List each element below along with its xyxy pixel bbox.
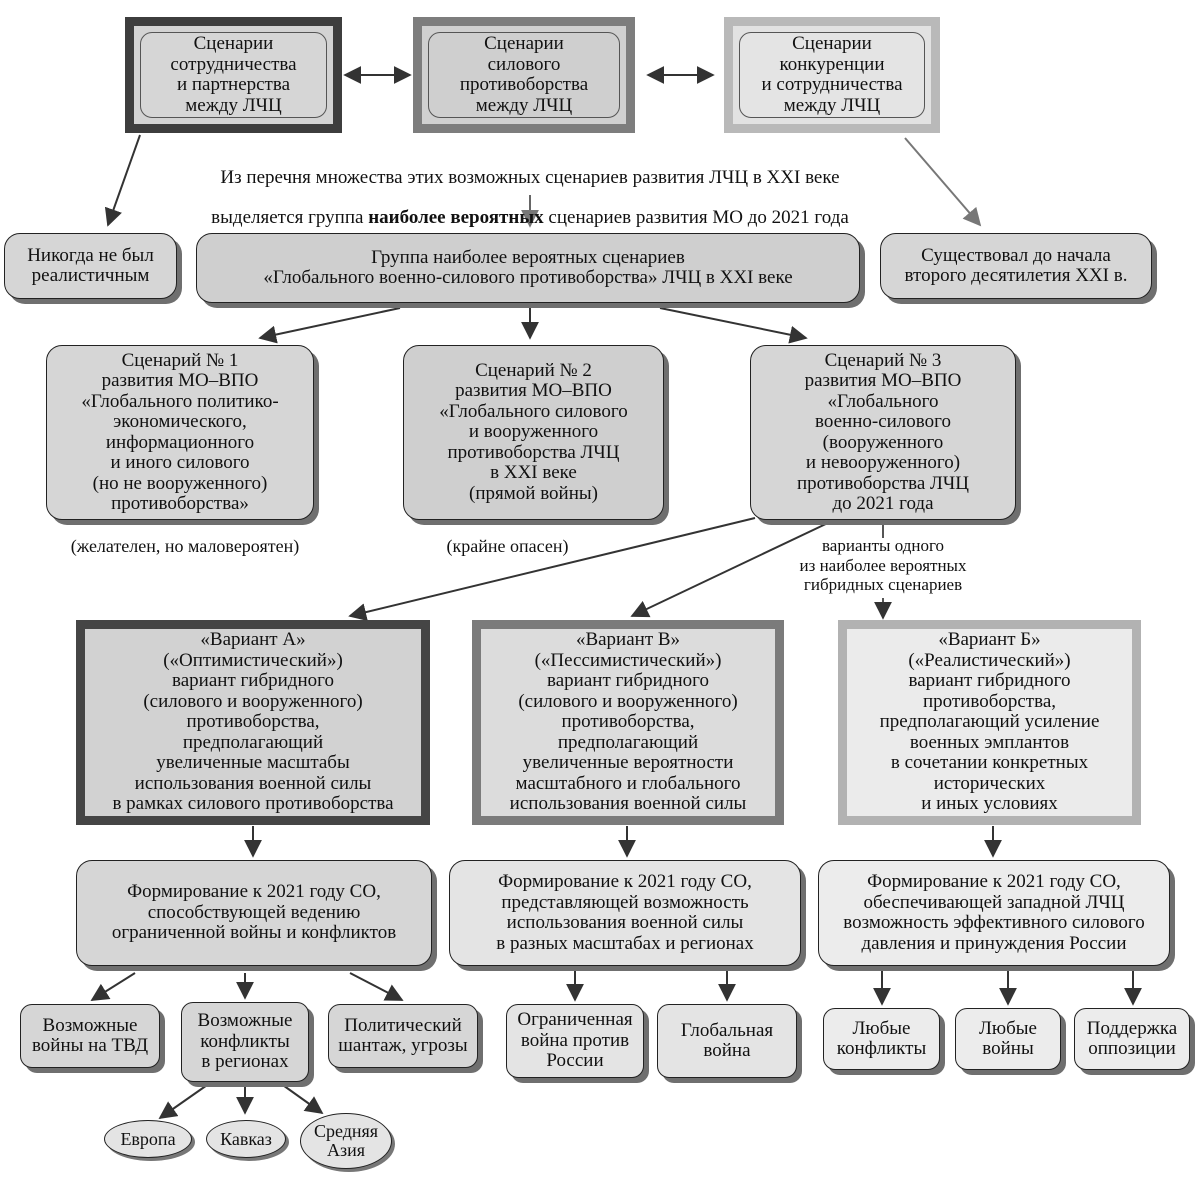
scenario-1-note: (желателен, но маловероятен) bbox=[70, 536, 300, 556]
outcome-c-any-wars: Любые войны bbox=[955, 1008, 1061, 1070]
scenario-competition-label: Сценарии конкуренции и сотрудничества ме… bbox=[739, 32, 925, 118]
outcome-c-opposition-support: Поддержка оппозиции bbox=[1074, 1008, 1190, 1070]
outcome-b-global-war: Глобальная война bbox=[657, 1004, 797, 1078]
intro-line1: Из перечня множества этих возможных сцен… bbox=[220, 167, 840, 188]
scenario-competition-box: Сценарии конкуренции и сотрудничества ме… bbox=[724, 17, 940, 133]
arrow-formA-o1 bbox=[90, 972, 136, 1001]
arrow-compet-existed bbox=[904, 137, 982, 227]
region-central-asia: Средняя Азия bbox=[300, 1113, 392, 1169]
region-caucasus: Кавказ bbox=[206, 1120, 286, 1158]
scenario-3-box: Сценарий № 3 развития МО–ВПО «Глобальног… bbox=[750, 345, 1016, 520]
arrow-region-asia bbox=[279, 1082, 324, 1115]
scenario-3-note: варианты одного из наиболее вероятных ги… bbox=[799, 536, 967, 594]
arrow-region-europe bbox=[158, 1082, 211, 1120]
scenario-2-note: (крайне опасен) bbox=[446, 536, 569, 556]
arrow-formA-o3 bbox=[349, 972, 404, 1001]
scenario-1-box: Сценарий № 1 развития МО–ВПО «Глобальног… bbox=[46, 345, 314, 520]
arrow-group-s1 bbox=[258, 307, 401, 344]
variant-b-box: «Вариант В» («Пессимистический») вариант… bbox=[472, 620, 784, 825]
variant-c-box: «Вариант Б» («Реалистический») вариант г… bbox=[838, 620, 1141, 825]
arrow-group-s3 bbox=[659, 307, 808, 344]
scenario-cooperation-label: Сценарии сотрудничества и партнерства ме… bbox=[140, 32, 327, 118]
scenario-confrontation-label: Сценарии силового противоборства между Л… bbox=[428, 32, 620, 118]
formation-a-box: Формирование к 2021 году СО, способствую… bbox=[76, 860, 432, 966]
intro-text: Из перечня множества этих возможных сцен… bbox=[120, 148, 940, 228]
arrow-s3-varB bbox=[630, 521, 831, 618]
group-box: Группа наиболее вероятных сценариев «Гло… bbox=[196, 233, 860, 303]
scenario-confrontation-box: Сценарии силового противоборства между Л… bbox=[413, 17, 635, 133]
variant-a-box: «Вариант А» («Оптимистический») вариант … bbox=[76, 620, 430, 825]
formation-c-box: Формирование к 2021 году СО, обеспечиваю… bbox=[818, 860, 1170, 966]
outcome-b-limited-war: Ограниченная война против России bbox=[506, 1004, 644, 1078]
scenario-cooperation-box: Сценарии сотрудничества и партнерства ме… bbox=[125, 17, 342, 133]
scenario-2-box: Сценарий № 2 развития МО–ВПО «Глобальног… bbox=[403, 345, 664, 520]
existed-until-box: Существовал до начала второго десятилети… bbox=[880, 233, 1152, 299]
outcome-a-regional-conflicts: Возможные конфликты в регионах bbox=[181, 1002, 309, 1082]
outcome-a-wars-tvd: Возможные войны на ТВД bbox=[20, 1004, 160, 1068]
arrow-coop-never bbox=[104, 134, 141, 227]
intro-line2-start: выделяется группа bbox=[211, 207, 369, 228]
region-europe: Европа bbox=[104, 1120, 192, 1158]
never-realistic-box: Никогда не был реалистичным bbox=[4, 233, 177, 299]
formation-b-box: Формирование к 2021 году СО, представляю… bbox=[449, 860, 801, 966]
intro-line2-bold: наиболее вероятных bbox=[368, 207, 544, 228]
outcome-a-blackmail: Политический шантаж, угрозы bbox=[328, 1004, 478, 1068]
intro-line2-end: сценариев развития МО до 2021 года bbox=[543, 207, 849, 228]
outcome-c-any-conflicts: Любые конфликты bbox=[823, 1008, 940, 1070]
arrow-s3-varA bbox=[348, 517, 756, 621]
